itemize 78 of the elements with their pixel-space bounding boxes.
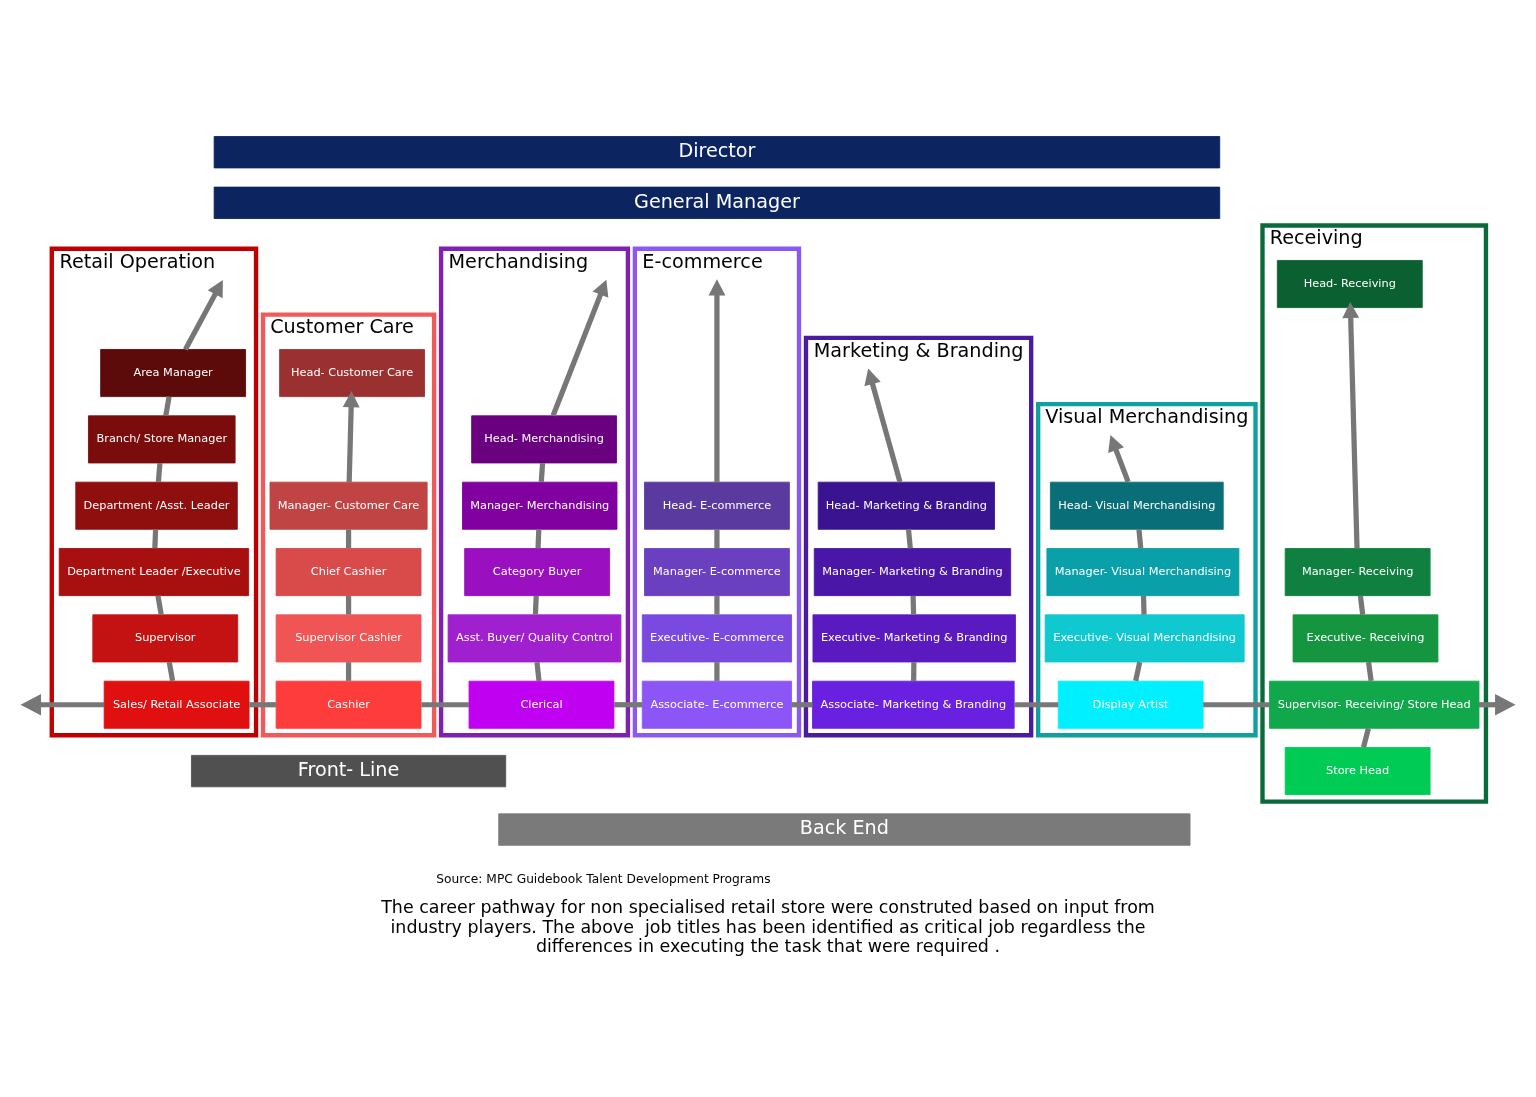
node-box: Head- E-commerce [644,481,790,530]
connector [534,661,542,682]
connector [1014,702,1059,708]
node-box: Chief Cashier [275,548,422,597]
node-box: Manager- Merchandising [462,481,618,530]
node-box: Cashier [275,680,422,729]
connector [1361,727,1371,748]
connector [155,462,163,483]
connector [1133,661,1143,682]
label: Source: MPC Guidebook Talent Development Programs [436,872,771,887]
arrow [342,391,360,483]
connector [1357,595,1366,615]
node-box: Manager- Marketing & Branding [813,548,1012,597]
node-box: Supervisor- Receiving/ Store Head [1269,680,1480,729]
arrow [1342,301,1360,549]
connector [1140,595,1147,615]
connector [905,529,913,549]
connector [345,595,352,615]
arrow [183,280,223,351]
node-box: Head- Marketing & Branding [817,481,995,530]
node-box: Head- Merchandising [471,415,617,464]
node-box: Supervisor [92,614,239,663]
connector [249,702,276,708]
connector [910,595,917,615]
connector [714,595,720,615]
connector [714,529,720,549]
connector [345,529,352,549]
node-box: Asst. Buyer/ Quality Control [447,614,622,663]
arrow [1108,435,1131,483]
node-box: Executive- Visual Merchandising [1044,614,1245,663]
node-box: Executive- E-commerce [641,614,792,663]
node-box: Area Manager [100,349,246,398]
node-box: Executive- Receiving [1292,614,1439,663]
arrow [708,279,726,483]
node-box: Manager- Receiving [1284,548,1431,597]
connector [714,662,720,681]
connector [1136,529,1144,549]
connector [538,462,546,483]
node-box: Branch/ Store Manager [88,415,236,464]
node-box: Head- Customer Care [279,349,425,398]
node-box: Supervisor Cashier [275,614,422,663]
connector [155,595,164,616]
node-box: Executive- Marketing & Branding [812,614,1016,663]
node-box: Manager- E-commerce [644,548,790,597]
node-box: Department /Asst. Leader [75,481,238,530]
node-box: General Manager [213,186,1221,219]
arrow [550,279,609,417]
node-box: Associate- Marketing & Branding [812,680,1015,729]
node-box: Associate- E-commerce [641,680,792,729]
node-box: Sales/ Retail Associate [103,680,250,729]
node-box: Head- Visual Merchandising [1049,481,1224,530]
connector [532,595,539,615]
node-box: Manager- Customer Care [269,481,428,530]
connector [166,661,176,682]
node-box: Head- Receiving [1276,260,1423,308]
node-box: Back End [498,813,1191,846]
connector [614,702,643,708]
node-box: Director [213,136,1221,169]
connector [421,702,469,708]
connector [1366,661,1374,682]
connector [791,702,813,708]
connector [1203,702,1270,708]
connector [163,396,172,417]
node-box: Manager- Visual Merchandising [1046,548,1240,597]
node-box: Clerical [468,680,615,729]
node-box: Category Buyer [464,548,610,597]
caption: The career pathway for non specialised retail store were construted based on input from industry players. The above job titles has been identified as critical job regardless the differences in executing the task that were required . [381,897,1155,956]
node-box: Front- Line [191,754,507,788]
node-box: Department Leader /Executive [58,548,250,597]
arrow [20,694,105,716]
node-box: Store Head [1284,747,1431,796]
connector [911,662,917,681]
arrow [1479,694,1516,716]
node-box: Display Artist [1057,680,1204,729]
arrow [864,368,903,483]
connector [535,529,542,549]
connector [345,662,352,681]
connector [152,529,159,549]
